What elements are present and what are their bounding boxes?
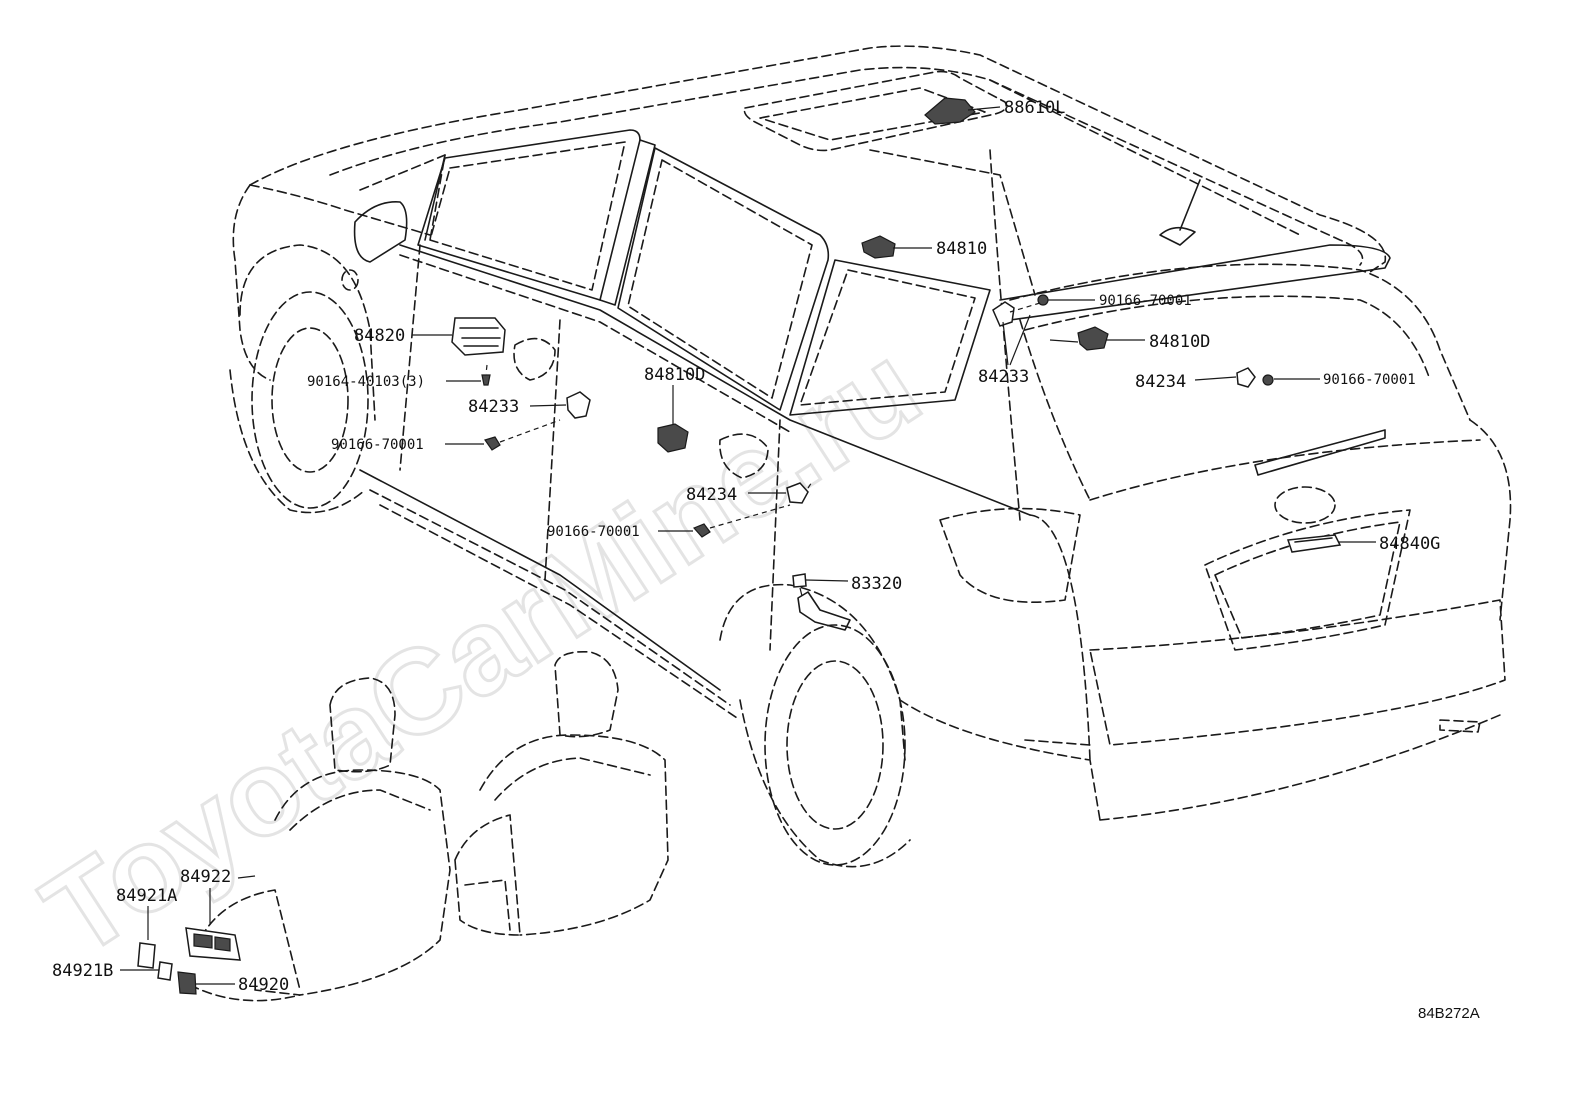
callout-84810D-right: 84810D xyxy=(1149,332,1210,352)
part-group-rear-door: 84810D 84234 90166-70001 xyxy=(547,365,813,540)
vehicle-body-outline xyxy=(229,45,1512,868)
part-88610L: 88610L xyxy=(924,97,1065,125)
callout-88610L: 88610L xyxy=(1004,98,1065,118)
callout-84234-mid: 84234 xyxy=(686,485,737,505)
part-group-rear-pillar: 90166-70001 84810D 84233 84234 90166-700… xyxy=(978,293,1416,392)
part-83320: 83320 xyxy=(792,573,902,631)
part-84840G: 84840G xyxy=(1286,534,1440,554)
callout-90164-40103: 90164-40103(3) xyxy=(307,374,425,390)
part-group-seat-switch: 84922 84921A 84921B 84920 xyxy=(52,867,289,995)
callout-84820: 84820 xyxy=(354,326,405,346)
callout-84840G: 84840G xyxy=(1379,534,1440,554)
callout-83320: 83320 xyxy=(851,574,902,594)
callout-90166-70001-a: 90166-70001 xyxy=(1099,293,1192,309)
callout-90166-70001-d: 90166-70001 xyxy=(547,524,640,540)
figure-id: 84B272A xyxy=(1418,1005,1480,1022)
callout-84921A: 84921A xyxy=(116,886,177,906)
callout-90166-70001-b: 90166-70001 xyxy=(1323,372,1416,388)
callout-84810: 84810 xyxy=(936,239,987,259)
callout-84922: 84922 xyxy=(180,867,231,887)
part-group-front-door: 84820 90164-40103(3) 84233 90166-70001 xyxy=(307,317,591,453)
callout-84233-right: 84233 xyxy=(978,367,1029,387)
callout-90166-70001-c: 90166-70001 xyxy=(331,437,424,453)
callout-84234-right: 84234 xyxy=(1135,372,1186,392)
callout-84920: 84920 xyxy=(238,975,289,995)
callout-84233-left: 84233 xyxy=(468,397,519,417)
callout-84921B: 84921B xyxy=(52,961,113,981)
front-seats-outline xyxy=(189,650,669,1002)
part-84810: 84810 xyxy=(861,235,987,259)
callout-84810D-mid: 84810D xyxy=(644,365,705,385)
